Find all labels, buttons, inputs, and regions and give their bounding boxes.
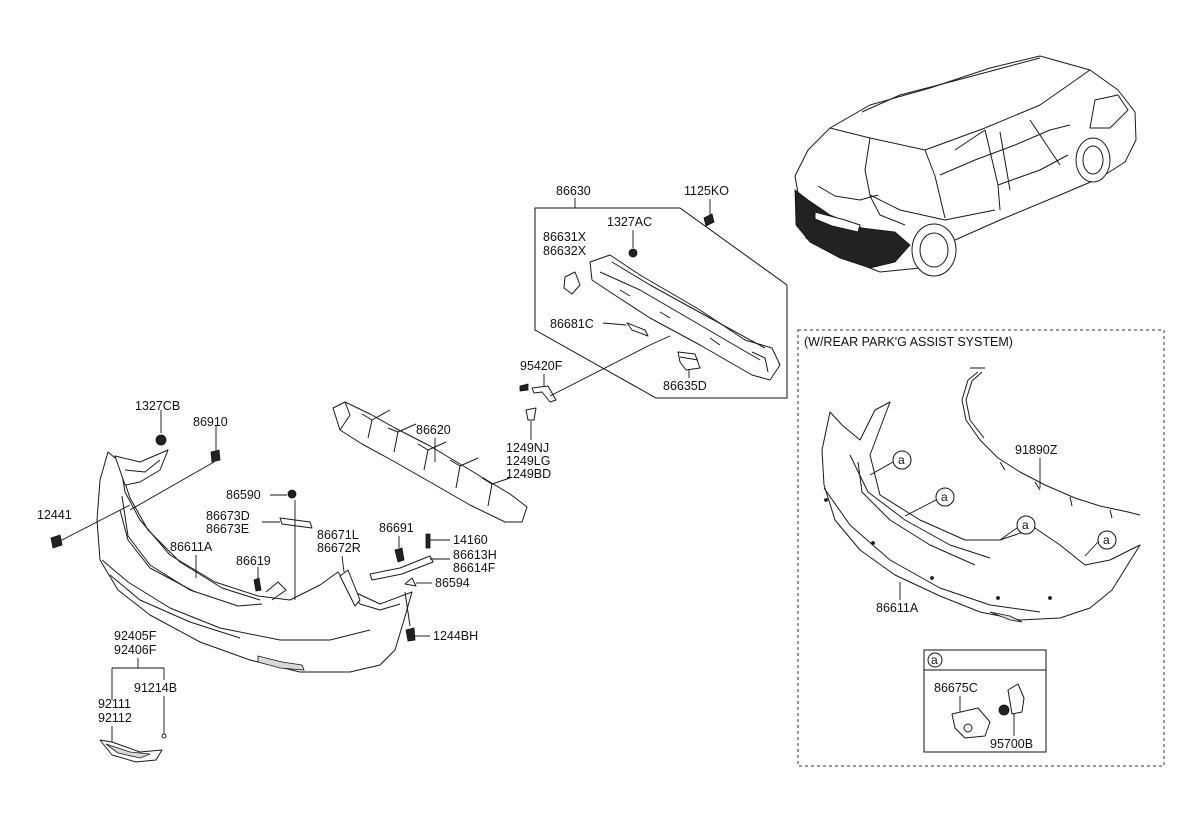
inset-title: (W/REAR PARK'G ASSIST SYSTEM) [804,335,1013,349]
label-86590: 86590 [226,488,261,502]
callout-a-1 [892,450,912,470]
bolt-1125KO: 1125KO [684,184,729,227]
park-assist-inset: (W/REAR PARK'G ASSIST SYSTEM) 91890Z 866… [797,329,1165,767]
label-86672R: 86672R [317,541,361,555]
label-86631X: 86631X [543,230,587,244]
assembly-outline [534,207,788,399]
callout-a-2 [935,487,955,507]
sensor-detail-box [923,649,1047,753]
callout-a-detail-label: a [931,653,938,667]
callout-a-1-label: a [898,453,905,467]
label-1125KO: 1125KO [684,184,729,198]
label-86910: 86910 [193,415,228,429]
bumper-beam [589,254,781,381]
reflector-assembly: 92405F 92406F 91214B 92111 92112 [98,629,177,763]
label-86619: 86619 [236,554,271,568]
inset-border [797,329,1165,767]
callout-a-detail [927,652,943,668]
label-86611A: 86611A [170,540,213,554]
label-86681C: 86681C [550,317,594,331]
label-91214B: 91214B [134,681,177,695]
label-1244BH: 1244BH [433,629,478,643]
label-92405F: 92405F [114,629,157,643]
label-95420F: 95420F [520,359,563,373]
label-86635D: 86635D [663,379,707,393]
label-1249BD: 1249BD [506,467,551,481]
label-1327AC: 1327AC [607,215,652,229]
label-86594: 86594 [435,576,470,590]
label-86675C: 86675C [934,681,978,695]
label-92406F: 92406F [114,643,157,657]
inset-label-86611A: 86611A [876,601,919,615]
label-1327CB: 1327CB [135,399,180,413]
callout-a-4-label: a [1103,533,1110,547]
label-86632X: 86632X [543,244,587,258]
label-86671L: 86671L [317,528,359,542]
label-91890Z: 91890Z [1015,443,1058,457]
label-86630: 86630 [556,184,591,198]
label-14160: 14160 [453,533,488,547]
label-86673E: 86673E [206,522,249,536]
label-1249LG: 1249LG [506,454,550,468]
label-86673D: 86673D [206,509,250,523]
label-1249NJ: 1249NJ [506,441,549,455]
callout-a-2-label: a [941,490,948,504]
car-illustration [794,55,1137,277]
label-92112: 92112 [98,711,132,725]
clip-1249NJ: 1249NJ 1249LG 1249BD [506,407,551,481]
label-92111: 92111 [98,697,131,711]
callout-a-3 [1016,515,1036,535]
label-86620: 86620 [416,423,451,437]
reinforcement-assembly: 86630 1327AC 86631X 86632X 86681C 86635D [534,184,788,399]
label-86614F: 86614F [453,561,496,575]
callout-a-4 [1097,530,1117,550]
label-95700B: 95700B [990,737,1033,751]
callout-a-3-label: a [1022,518,1029,532]
label-86613H: 86613H [453,548,497,562]
energy-absorber-86620: 86620 [332,401,528,523]
rear-bumper-cover: 1327CB 86910 12441 86611A 86619 86590 86… [37,399,497,673]
bracket-95420F: 95420F [519,335,671,403]
label-86691: 86691 [379,521,414,535]
label-12441: 12441 [37,508,72,522]
